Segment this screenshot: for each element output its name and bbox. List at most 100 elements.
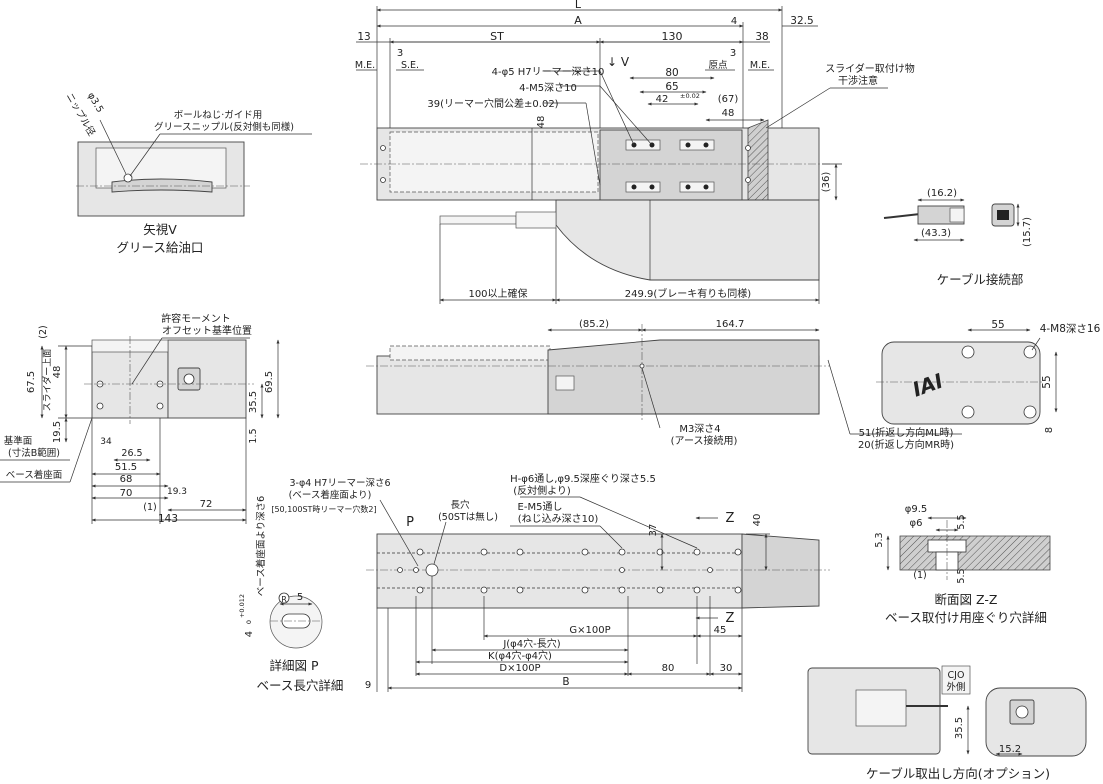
title-grease-port: グリース給油口	[117, 240, 204, 255]
dim-2: (2)	[38, 325, 49, 338]
title-cable-connection: ケーブル接続部	[937, 272, 1024, 287]
dim-13: 13	[357, 31, 370, 43]
dim-15-7: (15.7)	[1022, 217, 1033, 247]
label-ref-face: 基準面	[4, 435, 33, 447]
dim-45: 45	[714, 625, 727, 636]
dim-1: (1)	[143, 502, 156, 513]
dim-43-3: (43.3)	[921, 228, 951, 239]
label-ref-range: (寸法B範囲)	[8, 447, 60, 459]
label-cjo-outside: 外側	[946, 681, 965, 693]
dim-48: 48	[52, 366, 63, 379]
note-moment-1: 許容モーメント	[161, 312, 231, 325]
view-v-grease: φ3.5 ニップル径 ボールねじ·ガイド用 グリースニップル(反対側も同様) 矢…	[64, 91, 312, 255]
note-20: 20(折返し方向MR時)	[858, 438, 954, 451]
dim-249-9: 249.9(ブレーキ有りも同様)	[625, 287, 752, 300]
dim-85-2: (85.2)	[579, 319, 609, 330]
dim-phi6: φ6	[910, 518, 923, 529]
dim-phi9-5: φ9.5	[905, 504, 928, 515]
dim-tol-zero: 0	[245, 620, 253, 624]
dim-30: 30	[720, 663, 733, 674]
bottom-view: 3-φ4 H7リーマー深さ6 (ベース着座面より) [50,100ST時リーマー…	[271, 472, 830, 692]
dim-15-2: 15.2	[999, 744, 1021, 755]
dim-16-2: (16.2)	[927, 188, 957, 199]
dim-B: B	[562, 676, 569, 688]
dim-69-5: 69.5	[264, 371, 275, 393]
note-m5: 4-M5深さ10	[519, 82, 577, 94]
dim-67: (67)	[718, 94, 739, 105]
dim-48-h: 48	[722, 108, 735, 119]
dim-55-h: 55	[991, 319, 1004, 331]
dim-1-zz: (1)	[913, 570, 926, 581]
label-me-left: M.E.	[355, 60, 375, 71]
dim-4: 4	[731, 16, 737, 27]
label-Z-top: Z	[726, 511, 735, 526]
section-hatch	[899, 535, 1051, 571]
dim-ST: ST	[490, 30, 504, 43]
dim-D: D×100P	[499, 663, 540, 674]
note-reamer6c: [50,100ST時リーマー穴数2]	[271, 504, 376, 514]
dim-67-5: 67.5	[26, 371, 37, 393]
label-base-face: ベース着座面	[6, 469, 63, 481]
dim-5-3: 5.3	[874, 532, 885, 547]
dim-19-5: 19.5	[52, 421, 63, 443]
label-me-right: M.E.	[750, 60, 770, 71]
dim-J: J(φ4穴-長穴)	[502, 637, 560, 650]
note-h-hole: H-φ6通し,φ9.5深座ぐり深さ5.5	[510, 472, 656, 485]
dim-143: 143	[158, 513, 178, 525]
title-view-v: 矢視V	[143, 222, 177, 237]
dim-5-5b: 5.5	[956, 568, 967, 583]
dim-3b: 3	[730, 48, 736, 59]
dim-36: (36)	[821, 172, 832, 193]
dim-80: 80	[665, 67, 678, 79]
dim-55-v: 55	[1041, 375, 1053, 388]
dim-34: 34	[100, 437, 112, 447]
cable-top	[439, 215, 517, 225]
dim-tol-plus: +0.012	[238, 594, 246, 618]
end-view: 許容モーメント オフセット基準位置 (2) 67.5 48 スライダー上面 35…	[0, 312, 280, 525]
note-slider-2: 干渉注意	[838, 74, 878, 87]
dim-38: 38	[755, 31, 768, 43]
dim-G: G×100P	[569, 625, 610, 636]
dim-K: K(φ4穴-φ4穴)	[488, 649, 552, 662]
dim-51-5: 51.5	[115, 462, 137, 473]
title-section-zz: 断面図 Z-Z	[935, 592, 998, 607]
title-section-zz-2: ベース取付け用座ぐり穴詳細	[885, 610, 1047, 625]
note-reamer-tol: 39(リーマー穴間公差±0.02)	[427, 97, 558, 110]
stroke-area	[389, 131, 599, 193]
motor-bottom	[741, 533, 820, 609]
label-Z-bottom: Z	[726, 611, 735, 626]
dim-1-5: 1.5	[248, 428, 259, 443]
dim-40: 40	[752, 514, 763, 527]
note-e-m5: E-M5通し	[518, 501, 563, 513]
dim-42-tol: ±0.02	[680, 92, 700, 100]
label-cjo: CJO	[948, 670, 965, 681]
title-detail-p: 詳細図 P	[269, 658, 318, 673]
label-slider-top: スライダー上面	[41, 349, 53, 412]
motor-end-view: IAI 55 4-M8深さ16 55 8	[876, 319, 1101, 433]
dim-80-bottom: 80	[662, 663, 675, 674]
dim-9: 9	[365, 680, 371, 691]
note-reamer6b: (ベース着座面より)	[289, 489, 372, 501]
slider-mount-interference	[747, 119, 769, 201]
dim-L: L	[575, 0, 582, 11]
note-51: 51(折返し方向ML時)	[859, 426, 954, 439]
dim-70: 70	[120, 488, 133, 499]
label-P: P	[406, 515, 414, 530]
label-se: S.E.	[401, 60, 419, 71]
title-cable-direction: ケーブル取出し方向(オプション)	[866, 766, 1050, 781]
note-long-hole-2: (50STは無し)	[438, 511, 498, 523]
dim-35-5-cable: 35.5	[954, 717, 965, 739]
slider-top	[599, 129, 743, 201]
dim-8: 8	[1044, 427, 1055, 433]
dim-35-5: 35.5	[248, 391, 259, 413]
dim-42: 42	[656, 94, 669, 105]
dim-19-3: 19.3	[167, 487, 187, 497]
motor-side	[547, 339, 820, 415]
cable-direction-option: CJO 外側 35.5 15.2 ケーブル取出し方向(オプション)	[807, 665, 1087, 781]
top-view: 4-φ5 H7リーマー深さ10 4-M5深さ10 39(リーマー穴間公差±0.0…	[360, 55, 915, 304]
note-moment-2: オフセット基準位置	[162, 324, 252, 337]
note-m8: 4-M8深さ16	[1040, 323, 1101, 335]
note-reamer6: 3-φ4 H7リーマー深さ6	[289, 478, 390, 489]
note-phi3-5: φ3.5	[85, 91, 105, 115]
